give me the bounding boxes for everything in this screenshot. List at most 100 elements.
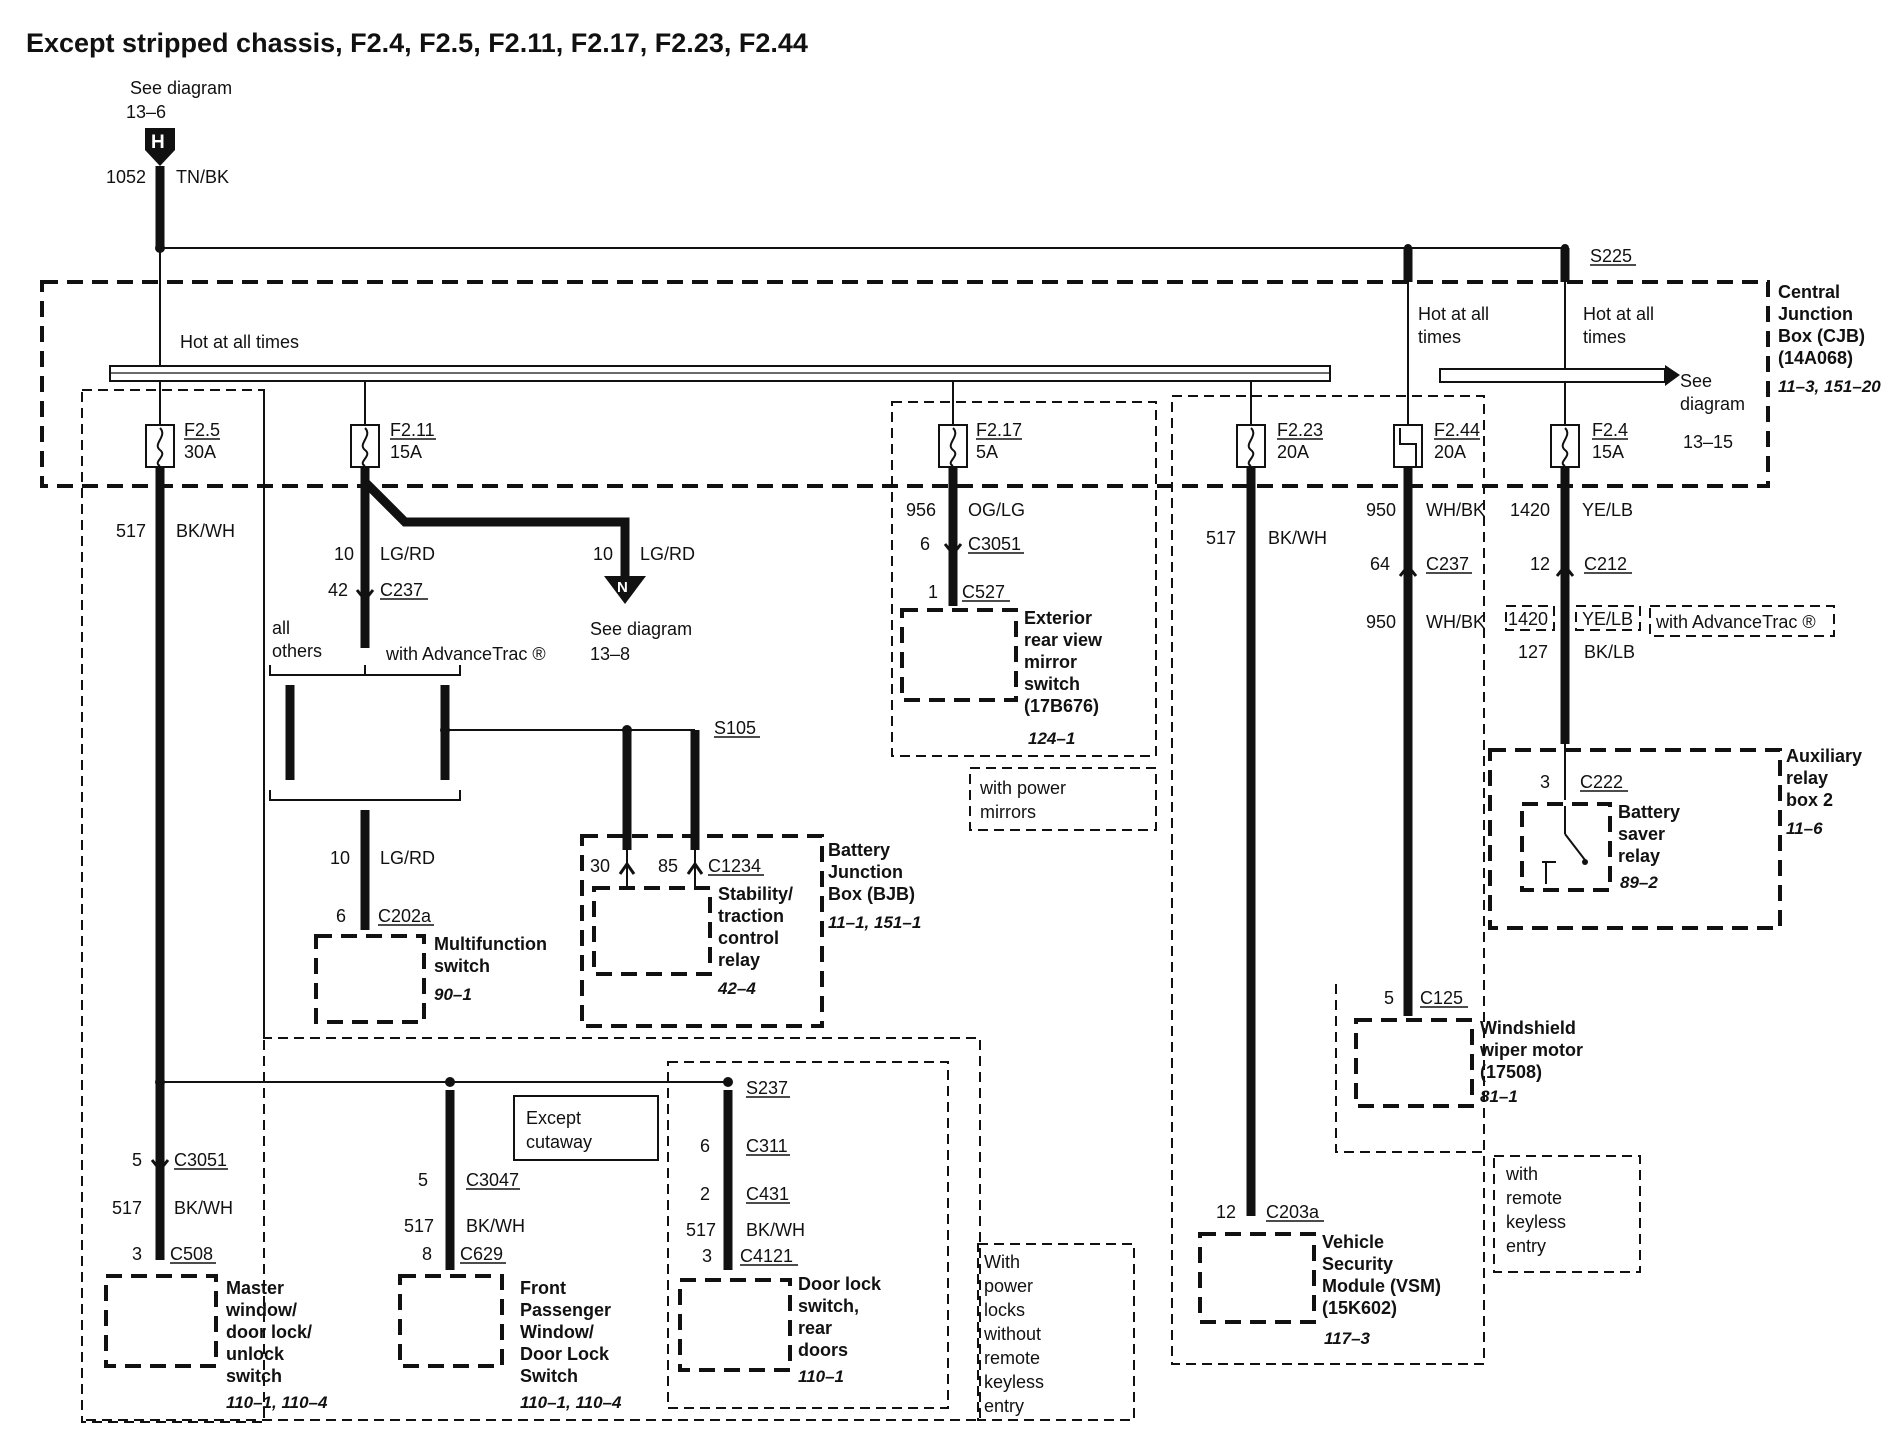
power-mirrors-note (969, 767, 1157, 831)
svg-text:5: 5 (132, 1150, 142, 1170)
fuse-f2-11: F2.11 15A (350, 420, 436, 468)
svg-text:without: without (983, 1324, 1041, 1344)
svg-text:LG/RD: LG/RD (380, 544, 435, 564)
fuse-f2-17: F2.17 5A (938, 420, 1022, 468)
svg-text:1420: 1420 (1510, 500, 1550, 520)
svg-text:times: times (1583, 327, 1626, 347)
svg-text:30: 30 (590, 856, 610, 876)
stability-control-relay-label: Stability/ traction control relay 42–4 (717, 884, 793, 998)
svg-text:517: 517 (112, 1198, 142, 1218)
svg-text:BK/WH: BK/WH (176, 521, 235, 541)
svg-text:124–1: 124–1 (1028, 729, 1075, 748)
svg-text:1420: 1420 (1508, 609, 1548, 629)
svg-text:window/: window/ (225, 1300, 297, 1320)
svg-text:Passenger: Passenger (520, 1300, 611, 1320)
svg-text:LG/RD: LG/RD (640, 544, 695, 564)
svg-text:C202a: C202a (378, 906, 432, 926)
svg-text:With: With (984, 1252, 1020, 1272)
svg-text:950: 950 (1366, 612, 1396, 632)
svg-text:5: 5 (1384, 988, 1394, 1008)
svg-text:517: 517 (404, 1216, 434, 1236)
auxiliary-relay-box-2-label: Auxiliary relay box 2 11–6 (1786, 746, 1862, 838)
svg-text:11–6: 11–6 (1786, 819, 1823, 838)
svg-text:15A: 15A (390, 442, 422, 462)
svg-text:door lock/: door lock/ (226, 1322, 312, 1342)
svg-text:5: 5 (418, 1170, 428, 1190)
svg-text:with power: with power (979, 778, 1066, 798)
svg-text:BK/WH: BK/WH (746, 1220, 805, 1240)
svg-text:1: 1 (928, 582, 938, 602)
bus-to-13-15 (1439, 368, 1666, 383)
svg-text:C1234: C1234 (708, 856, 761, 876)
fuse-f2-4: F2.4 15A (1550, 420, 1628, 468)
svg-text:42–4: 42–4 (717, 979, 756, 998)
svg-text:switch: switch (434, 956, 490, 976)
svg-text:3: 3 (702, 1246, 712, 1266)
svg-text:relay: relay (718, 950, 760, 970)
svg-text:3: 3 (1540, 772, 1550, 792)
cjb-label: Central Junction Box (CJB) (14A068) 11–3… (1778, 282, 1881, 396)
svg-text:entry: entry (984, 1396, 1024, 1416)
svg-text:times: times (1418, 327, 1461, 347)
svg-text:30A: 30A (184, 442, 216, 462)
svg-text:YE/LB: YE/LB (1582, 500, 1633, 520)
svg-text:H: H (151, 132, 165, 153)
svg-text:Auxiliary: Auxiliary (1786, 746, 1862, 766)
svg-text:Hot at all: Hot at all (1583, 304, 1654, 324)
svg-text:YE/LB: YE/LB (1582, 609, 1633, 629)
svg-text:others: others (272, 641, 322, 661)
svg-text:90–1: 90–1 (434, 985, 472, 1004)
svg-text:C203a: C203a (1266, 1202, 1320, 1222)
svg-text:C629: C629 (460, 1244, 503, 1264)
svg-text:doors: doors (798, 1340, 848, 1360)
svg-text:Central: Central (1778, 282, 1840, 302)
svg-text:remote: remote (984, 1348, 1040, 1368)
svg-text:6: 6 (700, 1136, 710, 1156)
svg-text:13–8: 13–8 (590, 644, 630, 664)
svg-text:Junction: Junction (1778, 304, 1853, 324)
stability-control-relay (592, 886, 712, 976)
svg-text:WH/BK: WH/BK (1426, 500, 1485, 520)
svg-text:C3047: C3047 (466, 1170, 519, 1190)
svg-text:20A: 20A (1434, 442, 1466, 462)
svg-text:power: power (984, 1276, 1033, 1296)
auxiliary-relay-box-2 (1488, 748, 1782, 930)
svg-text:wiper motor: wiper motor (1479, 1040, 1583, 1060)
svg-text:(15K602): (15K602) (1322, 1298, 1397, 1318)
svg-text:entry: entry (1506, 1236, 1546, 1256)
fuse-f2-44: F2.44 20A (1393, 420, 1480, 468)
power-locks-note-text: With power locks without remote keyless … (983, 1252, 1044, 1416)
advancetrac-note (1649, 605, 1835, 637)
svg-text:Module (VSM): Module (VSM) (1322, 1276, 1441, 1296)
svg-text:switch,: switch, (798, 1296, 859, 1316)
svg-text:See: See (1680, 371, 1712, 391)
svg-text:F2.44: F2.44 (1434, 420, 1480, 440)
svg-text:with AdvanceTrac ®: with AdvanceTrac ® (385, 644, 546, 664)
svg-text:diagram: diagram (1680, 394, 1745, 414)
connector-n (604, 576, 646, 604)
front-passenger-switch-label: Front Passenger Window/ Door Lock Switch… (520, 1278, 622, 1412)
svg-text:(14A068): (14A068) (1778, 348, 1853, 368)
svg-text:517: 517 (116, 521, 146, 541)
svg-text:mirrors: mirrors (980, 802, 1036, 822)
svg-text:C222: C222 (1580, 772, 1623, 792)
svg-text:3: 3 (132, 1244, 142, 1264)
svg-text:(17B676): (17B676) (1024, 696, 1099, 716)
svg-text:Box (BJB): Box (BJB) (828, 884, 915, 904)
fuse-f2-23: F2.23 20A (1236, 420, 1323, 468)
multifunction-switch (314, 934, 426, 1024)
svg-text:Front: Front (520, 1278, 566, 1298)
svg-text:C431: C431 (746, 1184, 789, 1204)
svg-text:Hot at all: Hot at all (1418, 304, 1489, 324)
svg-text:10: 10 (330, 848, 350, 868)
svg-text:10: 10 (334, 544, 354, 564)
svg-text:5A: 5A (976, 442, 998, 462)
svg-text:956: 956 (906, 500, 936, 520)
central-junction-box (40, 280, 1770, 488)
windshield-wiper-motor (1354, 1018, 1474, 1108)
svg-text:traction: traction (718, 906, 784, 926)
svg-text:switch: switch (226, 1366, 282, 1386)
svg-text:42: 42 (328, 580, 348, 600)
exterior-mirror-switch-label: Exterior rear view mirror switch (17B676… (1024, 608, 1103, 748)
svg-text:110–1, 110–4: 110–1, 110–4 (226, 1393, 328, 1412)
